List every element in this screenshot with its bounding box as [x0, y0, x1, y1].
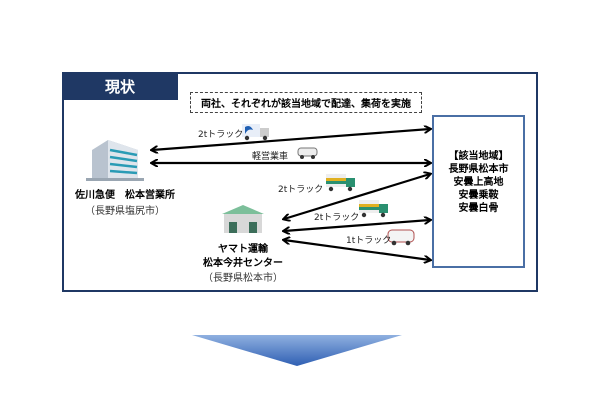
route-arrow	[284, 174, 430, 219]
route-label: 2tトラック	[278, 185, 324, 195]
van-icon	[297, 147, 318, 159]
route-label: 軽営業車	[252, 152, 289, 162]
target-line: 【該当地域】	[448, 151, 509, 162]
sagawa-location: （長野県塩尻市）	[85, 206, 165, 217]
van-icon	[387, 229, 415, 246]
target-line: 安曇白骨	[458, 203, 499, 214]
yamato-location: （長野県松本市）	[203, 273, 283, 284]
route-label: 2tトラック	[198, 130, 244, 140]
target-area-text: 【該当地域】 長野県松本市 安曇上高地 安曇乗鞍 安曇白骨	[432, 150, 525, 215]
sagawa-name: 佐川急便 松本営業所	[75, 190, 175, 201]
yamato-name-line1: ヤマト運輸	[218, 244, 268, 255]
route-label: 1tトラック	[346, 236, 392, 246]
section-title: 現状	[62, 72, 178, 100]
route-arrow	[284, 240, 430, 260]
truck-icon	[359, 200, 388, 218]
route-label: 2tトラック	[314, 213, 360, 223]
truck-icon	[242, 124, 269, 141]
truck-icon	[326, 174, 355, 192]
target-line: 安曇乗鞍	[458, 190, 499, 201]
route-arrow	[152, 129, 430, 150]
route-arrow	[284, 220, 430, 231]
target-line: 安曇上高地	[453, 177, 504, 188]
target-line: 長野県松本市	[448, 164, 509, 175]
office-building-icon	[86, 140, 144, 181]
target-area-box	[432, 115, 525, 268]
current-state-frame	[62, 72, 538, 292]
down-arrow-icon	[192, 335, 402, 366]
summary-note: 両社、それぞれが該当地域で配達、集荷を実施	[190, 92, 422, 113]
yamato-name-line2: 松本今井センター	[203, 258, 283, 269]
warehouse-icon	[222, 205, 264, 233]
